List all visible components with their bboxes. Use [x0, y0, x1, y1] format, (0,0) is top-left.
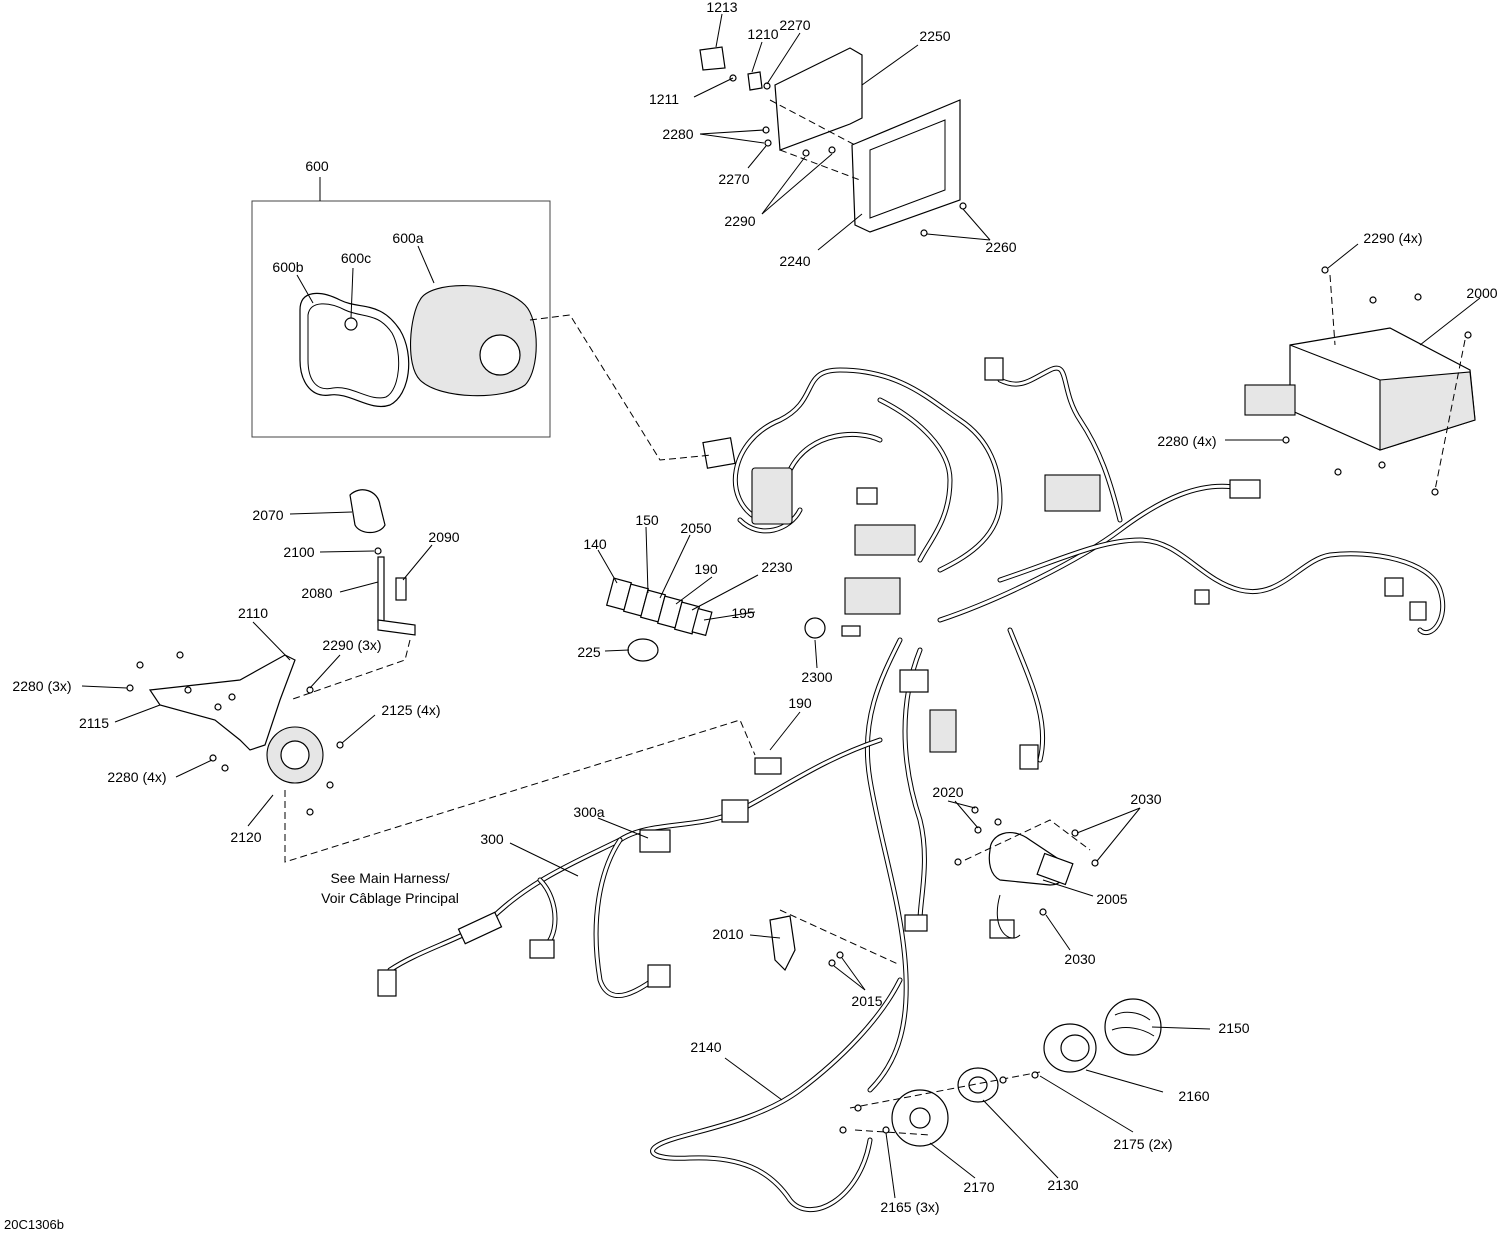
- callout-2030-bottom: 2030: [1064, 951, 1095, 967]
- callout-2240: 2240: [779, 253, 810, 269]
- callout-600c: 600c: [341, 250, 371, 266]
- callout-2280-3x: 2280 (3x): [12, 678, 71, 694]
- callout-2290-3x: 2290 (3x): [322, 637, 381, 653]
- leader-lines: [81, 13, 1481, 1199]
- callout-600a: 600a: [392, 230, 423, 246]
- callout-2290-ecm: 2290: [724, 213, 755, 229]
- callout-2000: 2000: [1466, 285, 1497, 301]
- callout-2300: 2300: [801, 669, 832, 685]
- power-outlet-group: [839, 998, 1162, 1147]
- callout-2090: 2090: [428, 529, 459, 545]
- callout-2120: 2120: [230, 829, 261, 845]
- callout-2160: 2160: [1178, 1088, 1209, 1104]
- callout-2140: 2140: [690, 1039, 721, 1055]
- callout-2280-ecm: 2280: [662, 126, 693, 142]
- callout-2020: 2020: [932, 784, 963, 800]
- callout-190-switch: 190: [694, 561, 718, 577]
- callout-1211: 1211: [649, 91, 679, 107]
- callout-2115: 2115: [79, 715, 109, 731]
- callout-2130: 2130: [1047, 1177, 1078, 1193]
- callout-2030-top: 2030: [1130, 791, 1161, 807]
- callout-150: 150: [635, 512, 659, 528]
- callout-2015: 2015: [851, 993, 882, 1009]
- main-harness-note-line2: Voir Câblage Principal: [321, 890, 459, 906]
- callout-2280-4x-module: 2280 (4x): [1157, 433, 1216, 449]
- callout-2005: 2005: [1096, 891, 1127, 907]
- shifter-assembly-group: [126, 489, 756, 863]
- harness-connectors: [377, 357, 1427, 997]
- instrument-cluster-group: [251, 177, 713, 461]
- callout-600b: 600b: [272, 259, 303, 275]
- callout-140: 140: [583, 536, 607, 552]
- callout-225: 225: [577, 644, 601, 660]
- callout-2170: 2170: [963, 1179, 994, 1195]
- callout-2280-4x-shifter: 2280 (4x): [107, 769, 166, 785]
- callout-2010: 2010: [712, 926, 743, 942]
- callout-2080: 2080: [301, 585, 332, 601]
- callout-1210: 1210: [747, 26, 778, 42]
- main-wire-harness: [387, 365, 1446, 1213]
- callout-2230: 2230: [761, 559, 792, 575]
- callout-2165-3x: 2165 (3x): [880, 1199, 939, 1215]
- callout-labels: 1213 1210 2270 2250 1211 2280 2270 2290 …: [12, 0, 1497, 1215]
- callout-2290-4x: 2290 (4x): [1363, 230, 1422, 246]
- callout-190-lower: 190: [788, 695, 812, 711]
- callout-2125-4x: 2125 (4x): [381, 702, 440, 718]
- callout-2110: 2110: [238, 605, 268, 621]
- ecm-module-group: [699, 46, 967, 237]
- switch-bank-group: [605, 577, 861, 662]
- callout-300a: 300a: [573, 804, 604, 820]
- callout-1213: 1213: [706, 0, 737, 15]
- callout-600: 600: [305, 158, 329, 174]
- power-module-2000-group: [1244, 266, 1476, 496]
- callout-195: 195: [731, 605, 755, 621]
- callout-300: 300: [480, 831, 504, 847]
- callout-2175-2x: 2175 (2x): [1113, 1136, 1172, 1152]
- callout-2070: 2070: [252, 507, 283, 523]
- actuator-2005-group: [954, 806, 1099, 939]
- main-harness-note-line1: See Main Harness/: [330, 870, 449, 886]
- callout-2270-bottom: 2270: [718, 171, 749, 187]
- callout-2050: 2050: [680, 520, 711, 536]
- sensor-2010-group: [769, 909, 901, 972]
- callout-2100: 2100: [283, 544, 314, 560]
- callout-2150: 2150: [1218, 1020, 1249, 1036]
- callout-2260: 2260: [985, 239, 1016, 255]
- callout-2250: 2250: [919, 28, 950, 44]
- diagram-reference-code: 20C1306b: [4, 1217, 64, 1232]
- callout-2270-top: 2270: [779, 17, 810, 33]
